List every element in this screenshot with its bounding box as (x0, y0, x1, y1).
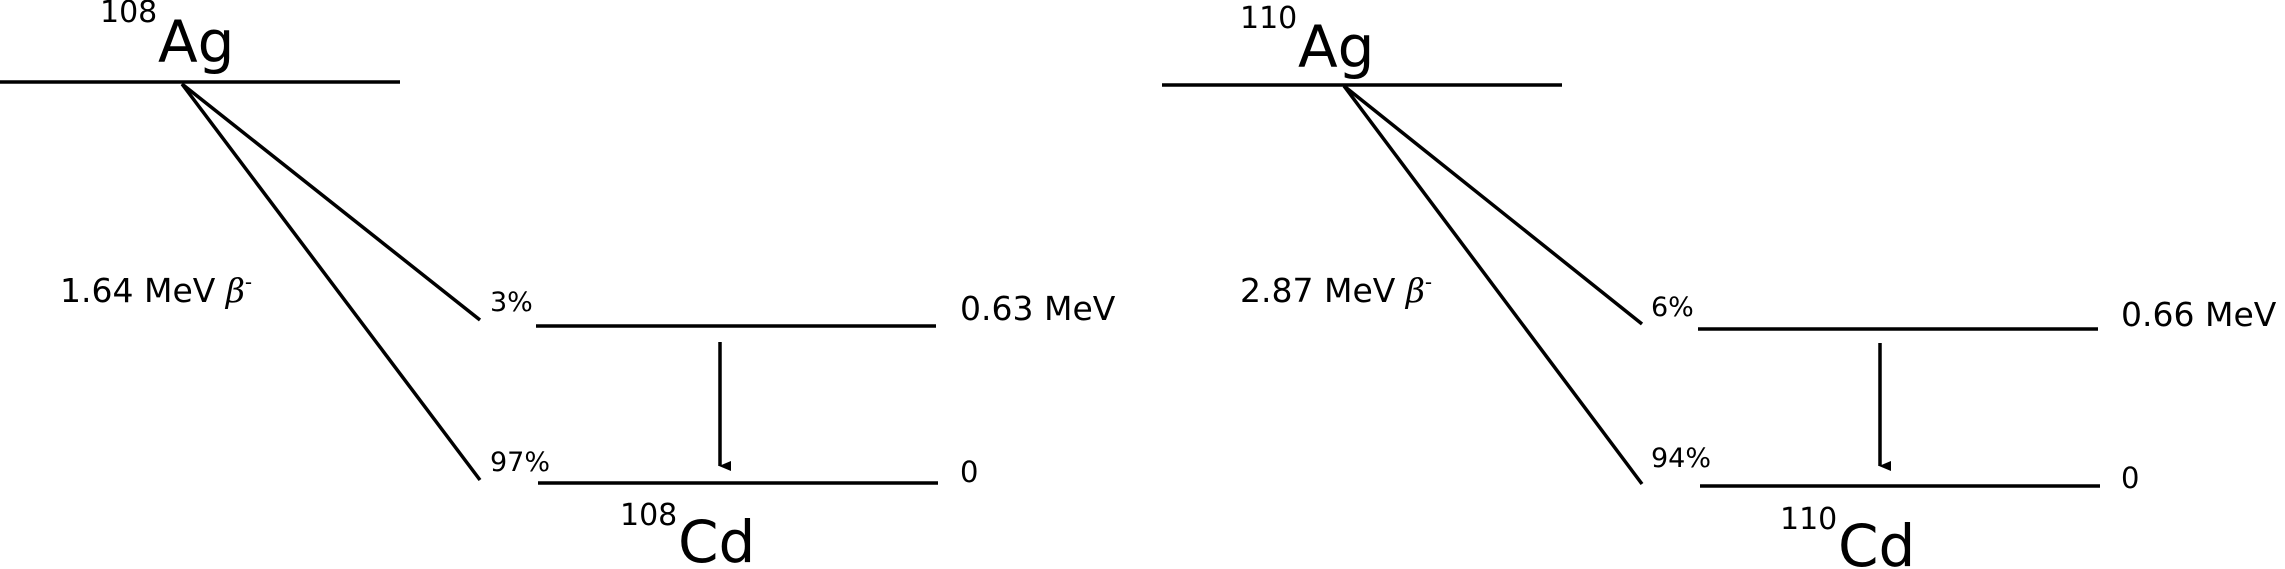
beta-branch-ground-line (1342, 84, 1644, 486)
daughter-mass-number: 108 (620, 498, 677, 533)
branch-excited-percent: 6% (1651, 292, 1694, 323)
branch-ground-percent: 94% (1651, 443, 1711, 474)
beta-branch-excited-line (1342, 84, 1644, 326)
branch-ground-percent: 97% (490, 447, 550, 478)
parent-symbol: Ag (1298, 13, 1375, 81)
daughter-symbol: Cd (1838, 512, 1915, 569)
ground-level-energy: 0 (2121, 461, 2139, 495)
beta-branch-ground-line (180, 82, 482, 482)
excited-level-energy: 0.63 MeV (960, 289, 1116, 328)
excited-level-energy: 0.66 MeV (2121, 295, 2277, 334)
ground-level-energy: 0 (960, 455, 978, 489)
decay-scheme-ag108: 108 Ag 1.64 MeV β- 3% 97% 0.63 MeV 0 108… (0, 0, 1116, 569)
parent-mass-number: 110 (1240, 1, 1297, 36)
daughter-mass-number: 110 (1780, 502, 1837, 537)
daughter-symbol: Cd (678, 508, 755, 569)
parent-symbol: Ag (158, 8, 235, 76)
beta-energy-label: 2.87 MeV β- (1240, 270, 1432, 310)
decay-scheme-ag110: 110 Ag 2.87 MeV β- 6% 94% 0.66 MeV 0 110… (1162, 1, 2277, 569)
beta-branch-excited-line (180, 82, 482, 322)
branch-excited-percent: 3% (490, 287, 533, 318)
parent-mass-number: 108 (100, 0, 157, 30)
beta-energy-label: 1.64 MeV β- (60, 270, 252, 310)
